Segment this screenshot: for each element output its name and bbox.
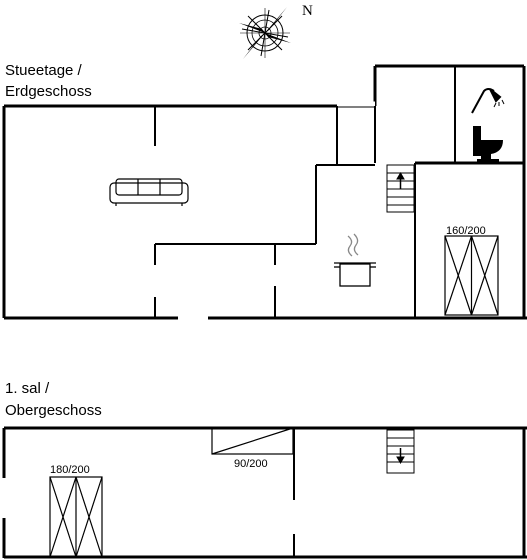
stairs-up-icon [386, 164, 415, 213]
compass-rose-icon [239, 7, 291, 59]
first-floor-label-line2: Obergeschoss [5, 402, 102, 419]
stairs-down-icon [386, 429, 415, 474]
bed-icon [211, 427, 294, 455]
bed-size-label-90: 90/200 [234, 458, 268, 470]
ground-floor-label-line2: Erdgeschoss [5, 83, 92, 100]
compass-north-label: N [302, 3, 313, 19]
first-floor-plan [2, 426, 527, 559]
bed-size-label-160: 160/200 [446, 225, 486, 237]
cooking-pot-icon [334, 233, 376, 287]
bed-icon [444, 235, 499, 316]
bed-size-label-180: 180/200 [50, 464, 90, 476]
shower-icon [471, 88, 505, 114]
ground-floor-label-line1: Stueetage / [5, 62, 82, 79]
ground-floor-plan [2, 64, 527, 320]
first-floor-label-line1: 1. sal / [5, 380, 50, 397]
bed-icon [49, 476, 103, 558]
sofa-icon [109, 178, 189, 206]
toilet-icon [473, 126, 503, 162]
